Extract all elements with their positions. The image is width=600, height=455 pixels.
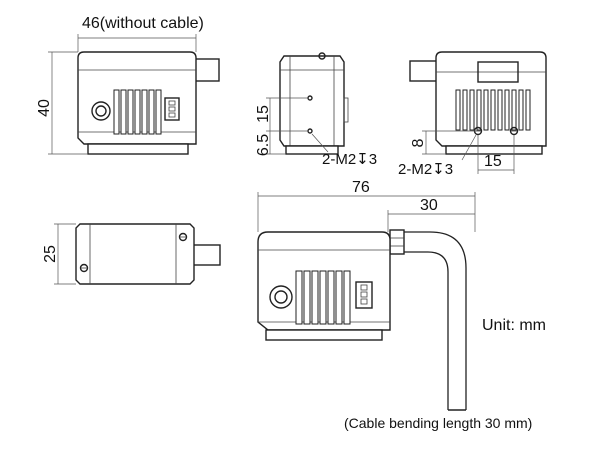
back-thread-label: 2-M2↧3: [398, 161, 453, 178]
bent-ribs: [295, 270, 351, 325]
back-vents: [455, 89, 531, 131]
cable-outer: [403, 231, 467, 410]
front-base: [87, 143, 189, 155]
back-base: [445, 145, 543, 155]
cable-inner: [403, 251, 449, 410]
bent-lens-inner: [274, 290, 288, 304]
height-40-label: 40: [36, 99, 53, 117]
side-6-5-label: 6.5: [255, 134, 272, 156]
side-base: [285, 145, 339, 155]
top-screw-left: [79, 263, 89, 273]
top-screw-right: [178, 232, 188, 242]
back-screw-2: [509, 126, 519, 136]
top-body: [75, 223, 195, 285]
front-view: 46(without cable) 40: [36, 15, 220, 155]
cable-bending-note: (Cable bending length 30 mm): [344, 415, 532, 431]
bent-base: [265, 329, 383, 341]
back-15-label: 15: [484, 153, 502, 170]
side-15-label: 15: [255, 105, 272, 123]
back-window: [477, 61, 519, 83]
front-connector: [164, 97, 180, 121]
width-without-cable-label: 46(without cable): [82, 15, 204, 32]
back-8-label: 8: [410, 138, 427, 147]
bent-lens-outer: [269, 285, 293, 309]
top-25-label: 25: [42, 245, 59, 263]
bent-connector: [355, 281, 373, 309]
front-ribs: [113, 89, 162, 135]
length-76-label: 76: [352, 179, 370, 196]
back-view: 8 15 2-M2↧3: [398, 51, 547, 178]
cable-nut: [389, 229, 405, 255]
bent-cable-view: 76 30 Unit: mm (Cable bending length 30 …: [257, 179, 546, 431]
front-cable-stub: [192, 58, 220, 82]
length-30-label: 30: [420, 197, 438, 214]
front-lens-outer: [91, 101, 111, 121]
side-view: 15 6.5 2-M2↧3: [255, 52, 377, 168]
top-view: 25: [42, 223, 221, 285]
unit-label: Unit: mm: [482, 317, 546, 334]
side-thread-label: 2-M2↧3: [322, 151, 377, 168]
front-lens-inner: [95, 105, 107, 117]
